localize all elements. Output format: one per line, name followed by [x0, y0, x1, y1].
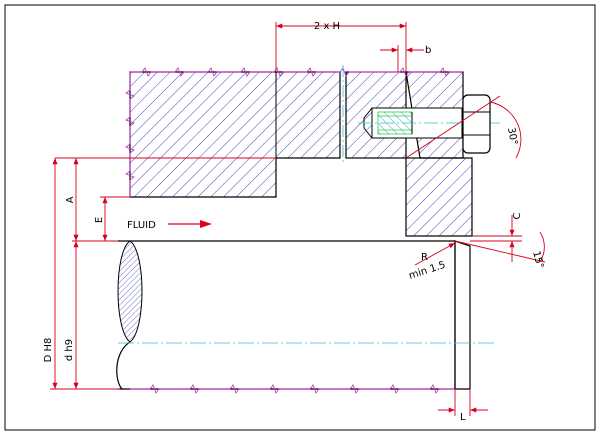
- hex-nut: [462, 94, 491, 154]
- top-break-line: [130, 67, 463, 77]
- label-a: A: [65, 196, 76, 203]
- drawing-frame: [4, 4, 596, 431]
- label-2xh: 2 x H: [314, 21, 340, 32]
- label-dh9: d h9: [64, 339, 75, 361]
- dimensions: [50, 22, 546, 416]
- label-dh8: D H8: [43, 338, 54, 363]
- housing: [129, 71, 341, 198]
- left-break-line: [125, 72, 135, 197]
- shaft: [116, 240, 496, 394]
- label-b: b: [425, 45, 431, 56]
- label-30deg: 30°: [505, 127, 519, 146]
- gland-flange: [405, 71, 473, 237]
- label-15deg: 15°: [530, 250, 545, 270]
- fluid-arrow: [168, 220, 212, 228]
- bottom-break-line: [130, 384, 455, 394]
- shaft-break-end: [117, 240, 143, 343]
- label-fluid: FLUID: [127, 220, 156, 231]
- label-c: C: [512, 212, 523, 219]
- label-e: E: [94, 217, 105, 223]
- label-r: R: [421, 252, 428, 263]
- bolt-thread: [358, 107, 500, 139]
- label-l: L: [460, 412, 466, 423]
